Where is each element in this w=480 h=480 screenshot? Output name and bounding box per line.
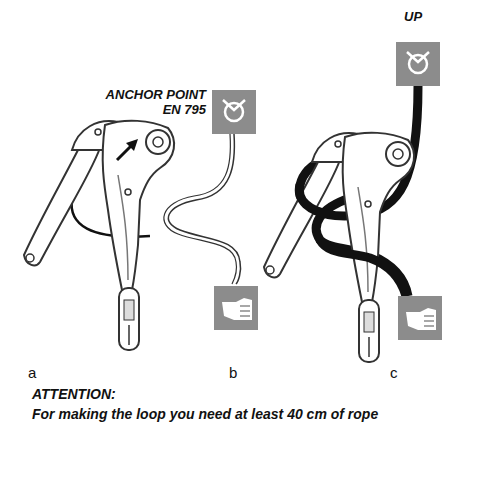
anchor-point-label: ANCHOR POINT EN 795 [84,88,206,118]
attention-note: For making the loop you need at least 40… [32,406,472,422]
figure-letter: c [390,364,420,381]
attention-heading: ATTENTION: [32,386,232,402]
figure-letter: b [229,364,259,381]
figure-letter: a [28,364,58,381]
up-label: UP [404,10,444,25]
